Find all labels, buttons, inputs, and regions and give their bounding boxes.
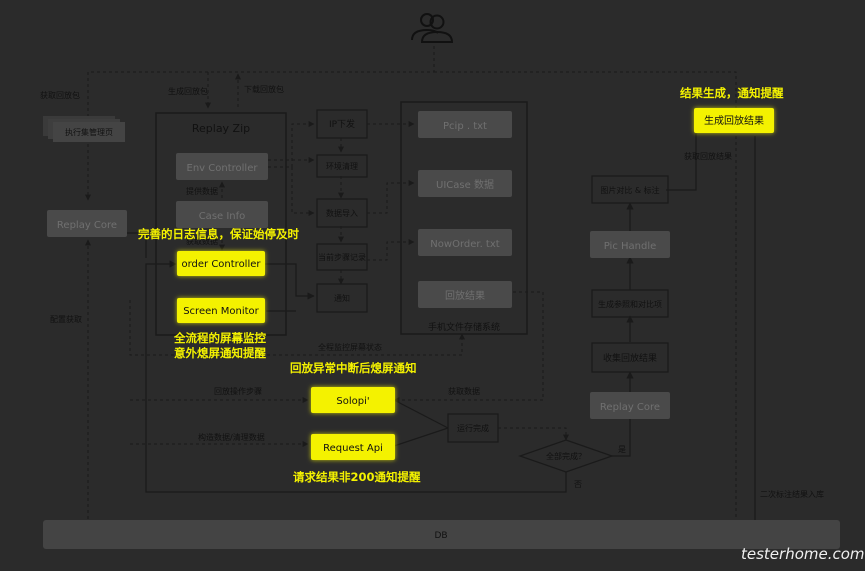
gen-replay-result[interactable]: 生成回放结果 — [694, 108, 774, 133]
request-api-label: Request Api — [323, 443, 383, 454]
annotation-log-info: 完善的日志信息，保证始停及时 — [138, 227, 299, 241]
label-build-data: 构造数据/清理数据 — [198, 432, 265, 442]
gen-replay-result-label: 生成回放结果 — [704, 114, 764, 127]
env-clean[interactable]: 环境清理 — [316, 154, 368, 178]
collect-results[interactable]: 收集回放结果 — [591, 342, 669, 373]
label-get-data-small: 获取数据 — [186, 236, 218, 246]
replay-core-left[interactable]: Replay Core — [47, 210, 127, 237]
image-compare-label: 图片对比 & 标注 — [600, 185, 659, 195]
watermark: testerhome.com — [741, 545, 865, 563]
notify-label: 通知 — [334, 293, 350, 303]
db-label: DB — [434, 531, 447, 541]
replay-result-label: 回放结果 — [445, 289, 485, 302]
pic-handle-label: Pic Handle — [604, 241, 657, 252]
noworder-label: NowOrder. txt — [430, 239, 499, 250]
uicase-label: UICase 数据 — [436, 178, 494, 191]
label-yes: 是 — [618, 445, 626, 454]
edge-labels: 获取回放包 生成回放包 下载回放包 提供数据 获取数据 配置获取 全程监控屏幕状… — [40, 84, 824, 499]
generate-reference-label: 生成参照和对比项 — [598, 299, 662, 309]
exec-cluster-label: 执行集管理页 — [65, 127, 113, 137]
replay-result[interactable]: 回放结果 — [418, 281, 512, 308]
replay-core-right-label: Replay Core — [600, 402, 660, 413]
solopi-label: Solopi' — [336, 396, 369, 407]
uicase-data[interactable]: UICase 数据 — [418, 170, 512, 197]
label-download-pkg: 下载回放包 — [244, 84, 284, 94]
label-gen-pkg: 生成回放包 — [168, 86, 208, 96]
users-icon — [411, 13, 454, 43]
noworder-file[interactable]: NowOrder. txt — [418, 229, 512, 256]
label-replay-steps: 回放操作步骤 — [214, 386, 262, 396]
annotations: 完善的日志信息，保证始停及时 全流程的屏幕监控 意外熄屏通知提醒 回放异常中断后… — [138, 86, 784, 484]
annotation-request-non200: 请求结果非200通知提醒 — [293, 470, 421, 484]
label-provide-data: 提供数据 — [186, 186, 218, 196]
label-get-result: 获取回放结果 — [684, 151, 732, 161]
annotation-result-notify: 结果生成，通知提醒 — [679, 86, 784, 100]
annotation-screen-monitor-1: 全流程的屏幕监控 — [173, 331, 266, 345]
storage-title: 手机文件存储系统 — [428, 321, 500, 333]
pcip-label: Pcip . txt — [443, 121, 487, 132]
ip-dispatch[interactable]: IP下发 — [316, 109, 368, 139]
step-record-label: 当前步骤记录 — [318, 252, 366, 262]
pic-handle[interactable]: Pic Handle — [590, 231, 670, 258]
storage-container: 手机文件存储系统 — [400, 101, 528, 335]
ip-dispatch-label: IP下发 — [329, 118, 355, 130]
env-controller[interactable]: Env Controller — [176, 153, 268, 180]
db-bar[interactable]: DB — [43, 520, 840, 549]
env-clean-label: 环境清理 — [326, 161, 358, 171]
data-import-label: 数据导入 — [326, 208, 358, 218]
replay-core-right[interactable]: Replay Core — [590, 392, 670, 419]
replay-zip-container: Replay Zip — [155, 112, 287, 336]
replay-zip-title: Replay Zip — [192, 122, 250, 135]
image-compare[interactable]: 图片对比 & 标注 — [591, 175, 669, 204]
label-get-data: 获取数据 — [448, 386, 480, 396]
run-done[interactable]: 运行完成 — [447, 413, 499, 443]
data-import[interactable]: 数据导入 — [316, 198, 368, 228]
case-info[interactable]: Case Info — [176, 201, 268, 228]
screen-monitor[interactable]: Screen Monitor — [177, 298, 265, 323]
label-get-pkg: 获取回放包 — [40, 90, 80, 100]
solopi[interactable]: Solopi' — [311, 387, 395, 413]
all-done-decision[interactable]: 全部完成？ — [518, 439, 614, 473]
request-api[interactable]: Request Api — [311, 434, 395, 460]
label-monitor-screen: 全程监控屏幕状态 — [318, 342, 382, 352]
env-controller-label: Env Controller — [187, 163, 259, 174]
order-controller[interactable]: order Controller — [177, 251, 265, 276]
annotation-screen-monitor-2: 意外熄屏通知提醒 — [174, 346, 266, 360]
label-no: 否 — [574, 480, 582, 489]
annotation-replay-exception: 回放异常中断后熄屏通知 — [290, 361, 417, 375]
replay-core-left-label: Replay Core — [57, 220, 117, 231]
step-record[interactable]: 当前步骤记录 — [316, 243, 368, 271]
screen-monitor-label: Screen Monitor — [183, 306, 259, 317]
order-controller-label: order Controller — [181, 259, 261, 270]
case-info-label: Case Info — [199, 211, 246, 222]
pcip-file[interactable]: Pcip . txt — [418, 111, 512, 138]
collect-results-label: 收集回放结果 — [603, 352, 657, 364]
exec-cluster-page[interactable]: 执行集管理页 — [53, 122, 125, 142]
generate-reference[interactable]: 生成参照和对比项 — [591, 289, 669, 318]
label-config-get: 配置获取 — [50, 314, 82, 324]
label-second-label: 二次标注结果入库 — [760, 489, 824, 499]
all-done-label: 全部完成？ — [546, 451, 586, 461]
run-done-label: 运行完成 — [457, 423, 489, 433]
notify[interactable]: 通知 — [316, 283, 368, 313]
